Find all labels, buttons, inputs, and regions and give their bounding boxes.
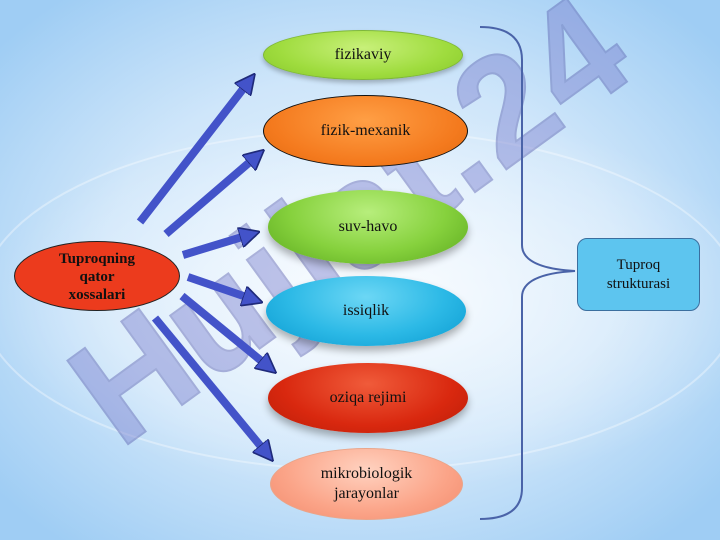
- main-node-soil-properties: Tuproqning qator xossalari: [14, 241, 180, 311]
- node-oziqa-rejimi: oziqa rejimi: [268, 363, 468, 433]
- node-oziqa-rejimi-label: oziqa rejimi: [329, 389, 407, 406]
- main-node-line-2: qator: [79, 269, 115, 285]
- arrow-to-oziqa-rejimi: [179, 292, 270, 368]
- right-brace: [479, 26, 576, 520]
- node-issiqlik-label: issiqlik: [342, 302, 390, 319]
- node-mikrobiologik-label: mikrobiologik jarayonlar: [320, 465, 413, 502]
- node-fizikaviy-label: fizikaviy: [334, 46, 392, 63]
- node-fizikaviy: fizikaviy: [263, 30, 463, 80]
- node-suv-havo: suv-havo: [268, 190, 468, 264]
- arrow-to-suv-havo: [181, 234, 252, 259]
- main-node-line-1: Tuproqning: [59, 251, 135, 267]
- node-fizik-mexanik-label: fizik-mexanik: [320, 122, 411, 139]
- node-mikrobiologik-jarayonlar: mikrobiologik jarayonlar: [270, 448, 463, 520]
- arrows: [136, 80, 270, 455]
- arrow-to-fizik-mexanik: [163, 155, 258, 238]
- node-issiqlik: issiqlik: [266, 276, 466, 346]
- main-node-line-3: xossalari: [68, 287, 126, 303]
- arrow-to-mikrobiologik: [151, 315, 268, 455]
- result-node-soil-structure: Tuproq strukturasi: [577, 238, 700, 311]
- node-suv-havo-label: suv-havo: [338, 218, 398, 235]
- result-node-line-2: strukturasi: [606, 275, 671, 292]
- arrow-to-fizikaviy: [136, 80, 250, 225]
- arrow-to-issiqlik: [186, 273, 255, 300]
- node-fizik-mexanik: fizik-mexanik: [263, 95, 468, 167]
- result-node-line-1: Tuproq: [616, 256, 661, 273]
